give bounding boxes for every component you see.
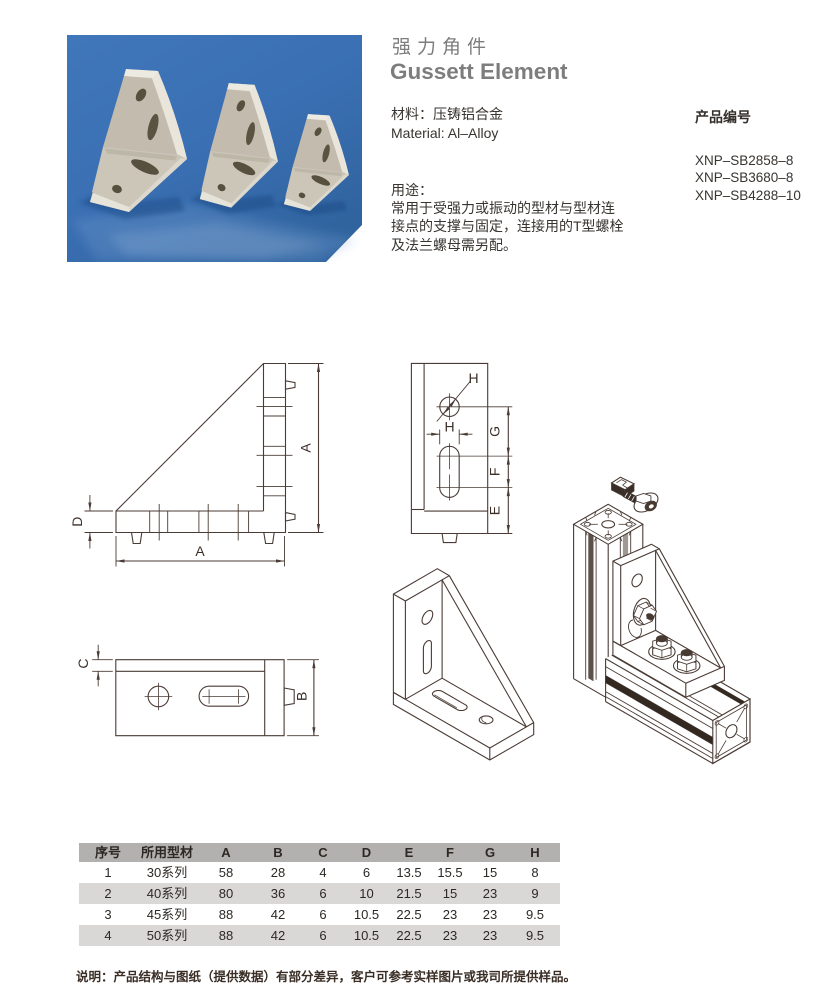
svg-text:B: B xyxy=(294,692,310,701)
svg-text:D: D xyxy=(69,517,85,527)
svg-text:A: A xyxy=(298,443,314,453)
svg-text:G: G xyxy=(487,426,503,437)
svg-text:A: A xyxy=(195,543,205,559)
svg-text:E: E xyxy=(487,506,503,515)
svg-text:H: H xyxy=(444,419,454,435)
svg-text:C: C xyxy=(75,658,91,668)
svg-text:H: H xyxy=(468,370,478,386)
svg-text:F: F xyxy=(487,468,503,477)
